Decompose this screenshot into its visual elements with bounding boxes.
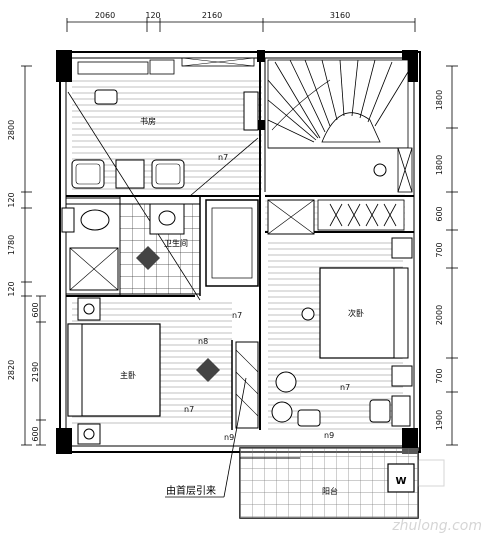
watermark: zhulong.com — [391, 459, 482, 534]
left-dim-2: 120 — [7, 192, 16, 207]
second-bedroom-label: 次卧 — [348, 308, 364, 318]
tag-7: n9 — [324, 431, 334, 440]
tag-6: n9 — [224, 433, 234, 442]
left-dim-8: 600 — [31, 426, 40, 441]
left-dim-7: 2820 — [7, 360, 16, 380]
tag-2: n7 — [232, 311, 242, 320]
right-dim-3: 600 — [435, 206, 444, 221]
tag-5: n7 — [340, 383, 350, 392]
left-dim-6: 2190 — [31, 362, 40, 382]
left-dimension-lines — [21, 65, 46, 446]
right-dimension-lines — [446, 65, 458, 446]
right-dim-7: 1900 — [435, 410, 444, 430]
left-dim-3: 1780 — [7, 235, 16, 255]
right-dim-6: 700 — [435, 368, 444, 383]
right-dim-5: 2000 — [435, 305, 444, 325]
right-dim-1: 1800 — [435, 90, 444, 110]
from-first-floor-note: 由首层引来 — [166, 484, 216, 497]
top-dim-4: 3160 — [330, 11, 350, 20]
top-dim-3: 2160 — [202, 11, 222, 20]
left-dim-5: 600 — [31, 302, 40, 317]
leader-line — [165, 377, 247, 498]
left-dim-4: 120 — [7, 281, 16, 296]
top-dim-2: 120 — [145, 11, 160, 20]
study-label: 书房 — [140, 116, 156, 126]
washer-label: W — [395, 476, 406, 487]
tag-4: n7 — [184, 405, 194, 414]
left-dim-1: 2800 — [7, 120, 16, 140]
second-bedroom — [301, 163, 413, 427]
master-bedroom — [67, 297, 391, 445]
bathroom — [61, 199, 315, 295]
svg-text:zhulong.com: zhulong.com — [391, 518, 482, 534]
top-dim-1: 2060 — [95, 11, 115, 20]
right-dim-4: 700 — [435, 242, 444, 257]
balcony-label: 阳台 — [322, 486, 338, 496]
bathroom-label: 卫生间 — [164, 238, 188, 248]
top-dimension-line — [66, 18, 416, 32]
wardrobe-hangers — [317, 199, 405, 231]
tag-1: n7 — [218, 153, 228, 162]
right-dim-2: 1800 — [435, 155, 444, 175]
balcony — [239, 447, 419, 519]
staircase — [267, 59, 413, 193]
master-bedroom-label: 主卧 — [120, 370, 136, 380]
tag-3: n8 — [198, 337, 208, 346]
